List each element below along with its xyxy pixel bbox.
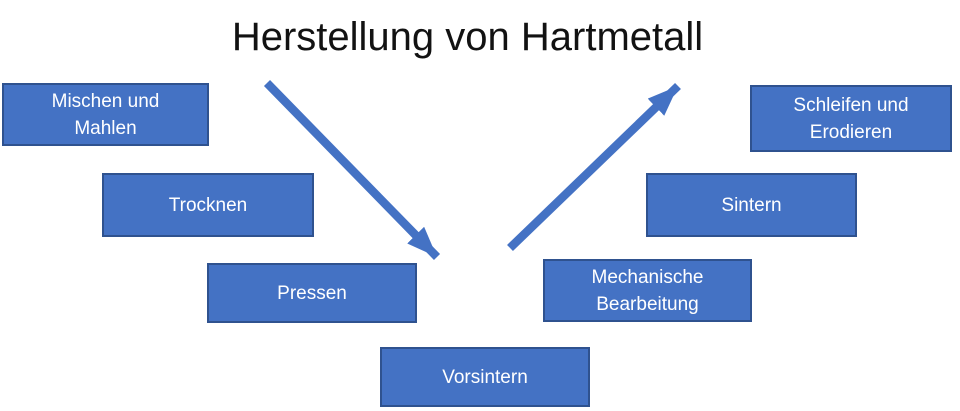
step-box-mischen-und-mahlen: Mischen und Mahlen xyxy=(2,83,209,146)
step-label: Sintern xyxy=(721,194,782,216)
step-box-schleifen-und-erodieren: Schleifen und Erodieren xyxy=(750,85,952,152)
step-label: Schleifen und Erodieren xyxy=(793,94,909,143)
step-label: Mechanische Bearbeitung xyxy=(591,266,704,315)
diagram-title: Herstellung von Hartmetall xyxy=(231,15,704,59)
step-label: Pressen xyxy=(277,282,347,304)
step-box-mechanische-bearbeitung: Mechanische Bearbeitung xyxy=(543,259,752,322)
step-label: Vorsintern xyxy=(442,366,528,388)
step-label: Mischen und Mahlen xyxy=(51,90,160,139)
step-box-trocknen: Trocknen xyxy=(102,173,314,237)
step-box-vorsintern: Vorsintern xyxy=(380,347,590,407)
step-box-pressen: Pressen xyxy=(207,263,417,323)
step-box-sintern: Sintern xyxy=(646,173,857,237)
step-label: Trocknen xyxy=(168,194,248,216)
